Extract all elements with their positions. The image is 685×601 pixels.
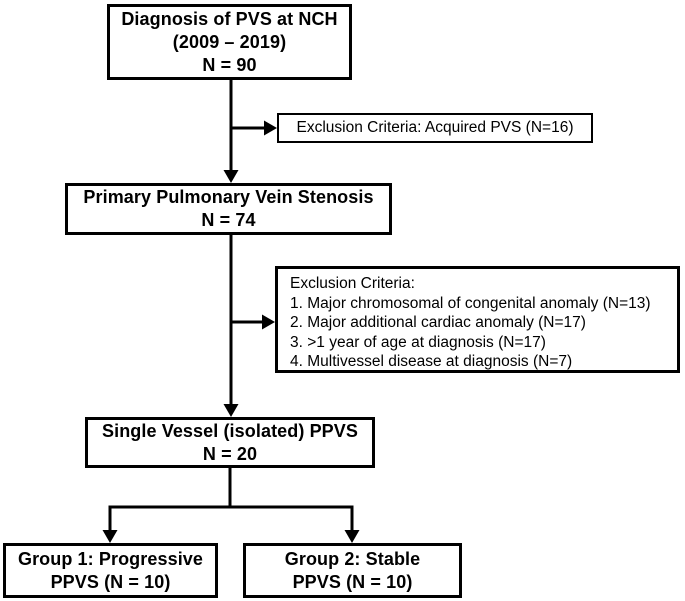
box-group1-progressive: Group 1: Progressive PPVS (N = 10) — [3, 543, 218, 598]
box-single-vessel: Single Vessel (isolated) PPVS N = 20 — [85, 417, 375, 468]
group1-line-1: Group 1: Progressive — [17, 548, 204, 569]
exclusion2-item-3: 3. >1 year of age at diagnosis (N=17) — [290, 333, 546, 351]
arrowhead-to-exclusion1 — [264, 120, 277, 136]
primary-line-2: N = 74 — [201, 210, 256, 230]
diagnosis-line-3: N = 90 — [202, 54, 257, 75]
exclusion2-item-2: 2. Major additional cardiac anomaly (N=1… — [290, 314, 586, 331]
box-primary-pvs: Primary Pulmonary Vein Stenosis N = 74 — [65, 183, 392, 235]
box-exclusion-acquired: Exclusion Criteria: Acquired PVS (N=16) — [277, 113, 593, 143]
diagnosis-line-1: Diagnosis of PVS at NCH — [121, 8, 338, 29]
box-diagnosis: Diagnosis of PVS at NCH (2009 – 2019) N … — [107, 4, 352, 80]
box-exclusion-criteria-list: Exclusion Criteria: 1. Major chromosomal… — [275, 266, 680, 373]
exclusion1-text: Exclusion Criteria: Acquired PVS (N=16) — [296, 119, 574, 136]
box-group2-stable: Group 2: Stable PPVS (N = 10) — [243, 543, 462, 598]
group2-line-2: PPVS (N = 10) — [292, 571, 413, 592]
single-vessel-line-2: N = 20 — [202, 443, 258, 464]
single-vessel-line-1: Single Vessel (isolated) PPVS — [102, 420, 358, 441]
arrowhead-to-primary — [223, 170, 239, 183]
exclusion2-item-4: 4. Multivessel disease at diagnosis (N=7… — [290, 353, 573, 370]
primary-line-1: Primary Pulmonary Vein Stenosis — [83, 187, 374, 207]
diagnosis-line-2: (2009 – 2019) — [172, 31, 287, 52]
group1-line-2: PPVS (N = 10) — [50, 571, 171, 592]
exclusion2-item-1: 1. Major chromosomal of congenital anoma… — [290, 294, 651, 312]
arrowhead-to-group2 — [344, 530, 360, 543]
arrowhead-to-single — [223, 404, 239, 417]
arrowhead-to-exclusion2 — [262, 314, 275, 330]
group2-line-1: Group 2: Stable — [284, 548, 421, 569]
arrowhead-to-group1 — [102, 530, 118, 543]
exclusion2-title: Exclusion Criteria: — [290, 275, 415, 292]
